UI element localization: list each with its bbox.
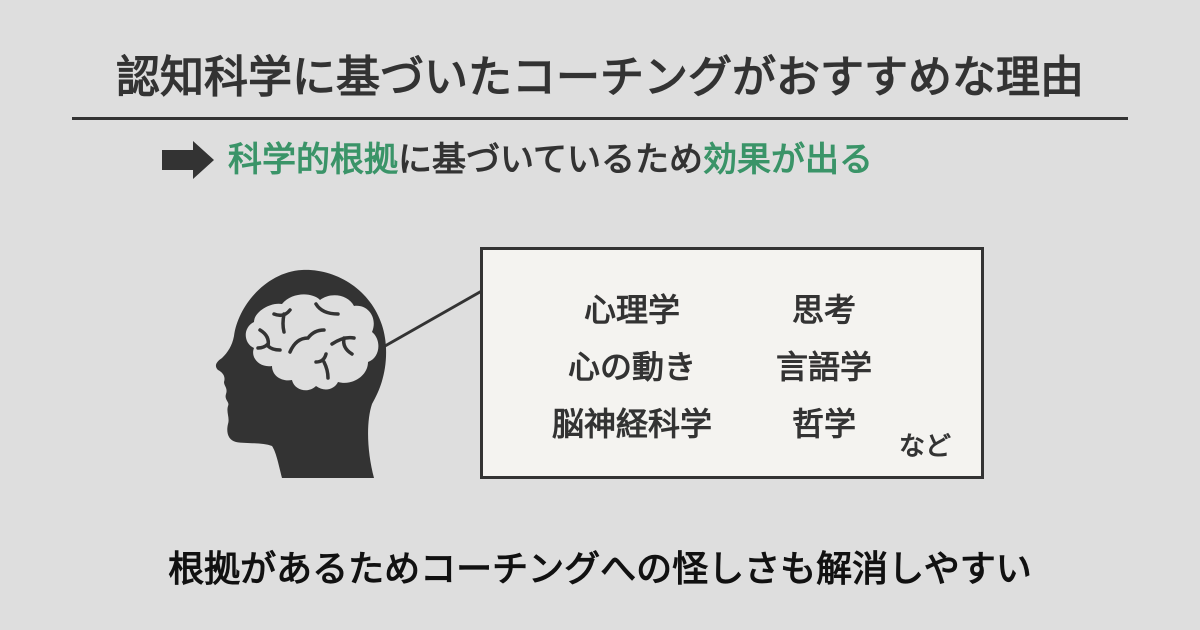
head-brain-icon — [215, 269, 387, 478]
topic-thinking: 思考 — [791, 291, 857, 329]
subheading-middle: に基づいているため — [398, 140, 703, 180]
topic-philosophy: 哲学 — [791, 405, 857, 443]
footer-statement: 根拠があるためコーチングへの怪しさも解消しやすい — [168, 549, 1032, 590]
page-title: 認知科学に基づいたコーチングがおすすめな理由 — [116, 52, 1084, 103]
subheading-highlight-basis: 科学的根拠 — [228, 140, 398, 180]
topic-linguistics: 言語学 — [775, 348, 873, 386]
topic-neuroscience: 脳神経科学 — [551, 405, 713, 443]
topic-mind-movement: 心の動き — [567, 348, 697, 386]
right-arrow-icon — [162, 141, 214, 179]
subheading: 科学的根拠に基づいているため効果が出る — [162, 134, 873, 186]
title-divider — [72, 117, 1128, 120]
topics-box: 心理学 心の動き 脳神経科学 思考 言語学 哲学 など — [480, 247, 984, 479]
topic-psychology: 心理学 — [583, 291, 681, 329]
subheading-highlight-effect: 効果が出る — [702, 140, 873, 180]
etc-label: など — [899, 432, 952, 462]
